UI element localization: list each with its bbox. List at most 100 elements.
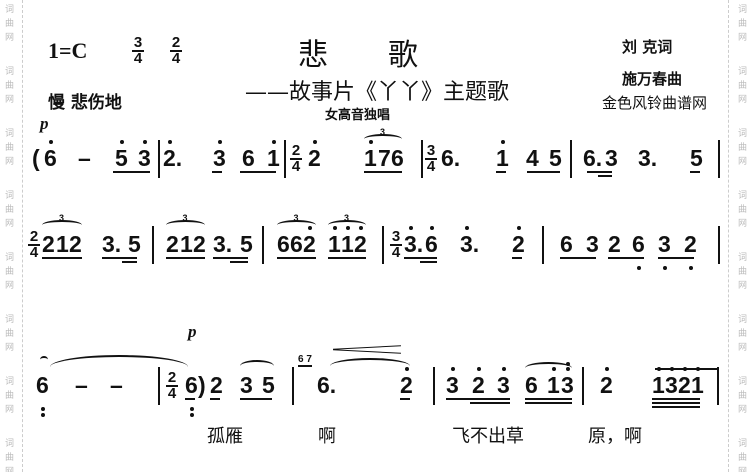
- note: 5: [690, 145, 703, 171]
- lyric: 啊: [318, 426, 336, 447]
- underline: [652, 402, 700, 404]
- note: 3: [446, 367, 459, 398]
- triplet-slur: [166, 220, 205, 230]
- watermark-text: 网: [5, 281, 15, 291]
- lyric: 飞不出草: [452, 426, 524, 447]
- watermark-text: 词: [738, 67, 748, 77]
- triplet-number: 3: [344, 213, 350, 223]
- underline: [185, 398, 195, 400]
- underline: [210, 398, 220, 400]
- crescendo-line: [333, 349, 401, 354]
- note: 6.: [317, 372, 337, 398]
- note: 2: [210, 372, 223, 398]
- watermark-text: 曲: [5, 205, 15, 215]
- note: 3: [586, 231, 599, 257]
- barline: [152, 226, 154, 264]
- note: 5: [128, 231, 141, 257]
- note: 2: [354, 226, 367, 257]
- watermark-text: 曲: [5, 267, 15, 277]
- triplet-number: 3: [59, 213, 65, 223]
- barline: [582, 367, 584, 405]
- key-signature: 1=C: [48, 38, 88, 63]
- note: 3: [240, 372, 253, 398]
- note: 7: [378, 145, 391, 171]
- underline: [470, 402, 510, 404]
- underline: [658, 257, 694, 259]
- watermark-text: 词: [5, 191, 15, 201]
- watermark-text: 词: [5, 5, 15, 15]
- note: 3.: [404, 226, 424, 257]
- watermark-text: 词: [738, 5, 748, 15]
- underline: [212, 171, 222, 173]
- note: 6: [277, 231, 290, 257]
- note: 6: [632, 231, 645, 270]
- underline: [560, 257, 596, 259]
- note: 3.: [460, 226, 480, 257]
- watermark-text: 曲: [5, 453, 15, 463]
- dynamic-marking: p: [188, 322, 197, 341]
- watermark-text: 网: [5, 33, 15, 43]
- underline: [240, 398, 272, 400]
- barline: [717, 367, 719, 405]
- underline: [608, 257, 644, 259]
- watermark-text: 网: [5, 405, 15, 415]
- note: 6: [525, 372, 538, 398]
- song-subtitle: ——故事片《丫丫》主题歌: [245, 80, 510, 105]
- note: 3: [497, 367, 510, 398]
- note: 3: [665, 367, 678, 398]
- note: 6: [242, 145, 255, 171]
- watermark-text: 曲: [738, 453, 748, 463]
- tie-line: [655, 368, 718, 370]
- watermark-text: 网: [738, 467, 748, 472]
- grace-notes: 6 7: [298, 354, 312, 367]
- underline: [400, 398, 410, 400]
- watermark-text: 词: [738, 439, 748, 449]
- watermark-text: 曲: [5, 391, 15, 401]
- watermark-text: 词: [5, 377, 15, 387]
- note: 6: [36, 372, 49, 411]
- watermark-text: 网: [5, 157, 15, 167]
- note: 6.: [583, 145, 603, 171]
- triplet-number: 3: [380, 127, 386, 137]
- right-margin-line: [728, 0, 729, 472]
- source-site: 金色风铃曲谱网: [602, 94, 708, 112]
- underline: [496, 171, 506, 173]
- underline: [230, 261, 248, 263]
- note: ): [198, 372, 206, 398]
- barline: [570, 140, 572, 178]
- note: 2: [69, 231, 82, 257]
- underline: [328, 257, 366, 259]
- note: 1: [652, 367, 665, 398]
- underline: [652, 406, 700, 408]
- note: 3: [561, 367, 574, 398]
- note: 5: [262, 372, 275, 398]
- underline: [587, 171, 612, 173]
- watermark-text: 词: [738, 377, 748, 387]
- note: 2: [193, 231, 206, 257]
- note: –: [110, 372, 123, 398]
- underline: [113, 171, 150, 173]
- note: 4: [526, 145, 539, 171]
- note: 3: [658, 231, 671, 270]
- watermark-text: 网: [5, 467, 15, 472]
- watermark-text: 词: [5, 253, 15, 263]
- underline: [598, 175, 612, 177]
- watermark-text: 曲: [738, 329, 748, 339]
- watermark-text: 曲: [738, 391, 748, 401]
- note: 5: [240, 231, 253, 257]
- note: 2: [684, 231, 697, 270]
- note: 1: [328, 226, 341, 257]
- barline: [262, 226, 264, 264]
- underline: [240, 171, 276, 173]
- note: 2: [678, 367, 691, 398]
- underline: [652, 398, 700, 400]
- watermark-text: 词: [738, 253, 748, 263]
- underline: [404, 257, 437, 259]
- triplet-slur: [364, 134, 402, 144]
- watermark-text: 网: [738, 343, 748, 353]
- note: 1: [691, 367, 704, 398]
- note: –: [78, 145, 91, 171]
- watermark-text: 网: [738, 95, 748, 105]
- watermark-text: 词: [5, 67, 15, 77]
